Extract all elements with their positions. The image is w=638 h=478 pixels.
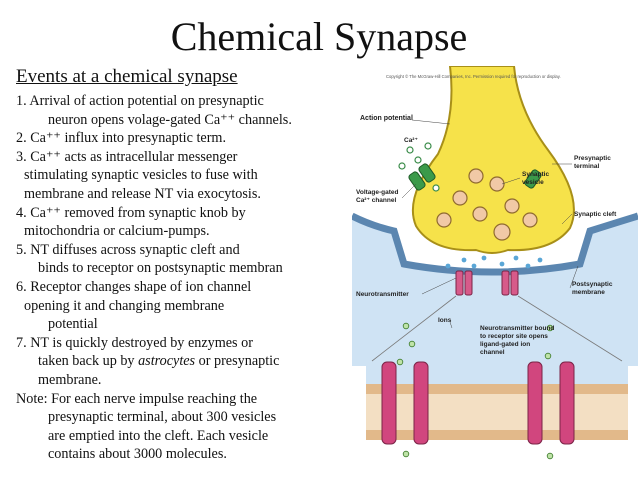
event-line: mitochondria or calcium-pumps.	[24, 223, 210, 240]
membrane-bilayer	[366, 384, 628, 440]
event-line: 6. Receptor changes shape of ion channel	[16, 278, 252, 295]
astrocytes-term: astrocytes	[138, 353, 196, 370]
note-line: contains about 3000 molecules.	[48, 446, 227, 463]
event-line: 1. Arrival of action potential on presyn…	[16, 93, 264, 109]
voltage-gated-label-2: Ca²⁺ channel	[356, 197, 396, 204]
postsynaptic-membrane	[352, 212, 638, 276]
event-line: 3. Ca⁺⁺ acts as intracellular messenger	[16, 148, 238, 165]
presynaptic-label-2: terminal	[574, 163, 599, 170]
membrane-enlarged-top	[366, 366, 628, 386]
event-line: neuron opens volage-gated Ca⁺⁺ channels.	[48, 111, 292, 128]
action-potential-label: Action potential	[360, 115, 413, 122]
postsynaptic-cell	[352, 216, 638, 366]
event-line: membrane and release NT via exocytosis.	[24, 185, 261, 202]
synapse-diagram: Copyright © The McGraw-Hill Companies, I…	[352, 66, 638, 460]
copyright-label: Copyright © The McGraw-Hill Companies, I…	[386, 74, 561, 79]
event-text: taken back up by	[38, 353, 139, 370]
note-line: are emptied into the cleft. Each vesicle	[48, 427, 269, 444]
zoom-lines	[371, 295, 623, 362]
voltage-gated-label-1: Voltage-gated	[356, 189, 399, 196]
slide-title: Chemical Synapse	[170, 14, 468, 59]
note-line: Note: For each nerve impulse reaching th…	[16, 390, 258, 407]
neurotransmitter-molecules	[445, 255, 543, 269]
synaptic-vesicles	[436, 168, 538, 241]
nt-bound-label-2: to receptor site opens	[480, 333, 548, 340]
section-heading: Events at a chemical synapse	[16, 66, 238, 87]
synaptic-vesicle-label-1: Synaptic	[522, 171, 549, 178]
event-line: 7. NT is quickly destroyed by enzymes or	[16, 334, 253, 351]
nt-bound-label-4: channel	[480, 349, 505, 356]
ions-label: Ions	[438, 317, 452, 324]
event-line: 5. NT diffuses across synaptic cleft and	[16, 241, 240, 258]
event-line: 4. Ca⁺⁺ removed from synaptic knob by	[16, 204, 246, 221]
event-line: opening it and changing membrane	[24, 297, 225, 314]
postsynaptic-label-2: membrane	[572, 289, 605, 296]
presynaptic-label-1: Presynaptic	[574, 155, 611, 162]
event-line: membrane.	[38, 371, 102, 388]
event-line: 2. Ca⁺⁺ influx into presynaptic term.	[16, 130, 227, 147]
enlarged-channels	[381, 361, 575, 445]
event-line: stimulating synaptic vesicles to fuse wi…	[24, 167, 258, 184]
events-list: 1. Arrival of action potential on presyn…	[16, 92, 356, 464]
nt-bound-label-1: Neurotransmitter bound	[480, 325, 554, 332]
ion-flow	[396, 322, 554, 460]
event-text: or presynaptic	[195, 353, 280, 370]
event-line: binds to receptor on postsynaptic membra…	[38, 260, 283, 277]
synaptic-cleft-label: Synaptic cleft	[574, 211, 617, 218]
calcium-channel	[408, 163, 542, 191]
event-line: potential	[48, 316, 98, 333]
label-leaders	[401, 119, 579, 329]
neurotransmitter-label: Neurotransmitter	[356, 291, 409, 298]
nt-bound-label-3: ligand-gated ion	[480, 341, 530, 348]
note-line: presynaptic terminal, about 300 vesicles	[48, 409, 277, 426]
calcium-ions	[398, 142, 440, 192]
event-line: taken back up by astrocytes or presynapt…	[16, 352, 356, 371]
synaptic-vesicle-label-2: vesicle	[522, 179, 544, 186]
receptor-channels	[455, 270, 519, 296]
membrane-core	[366, 394, 628, 430]
ca-label: Ca²⁺	[404, 137, 418, 144]
presynaptic-terminal	[411, 66, 575, 254]
postsynaptic-label-1: Postsynaptic	[572, 281, 613, 288]
